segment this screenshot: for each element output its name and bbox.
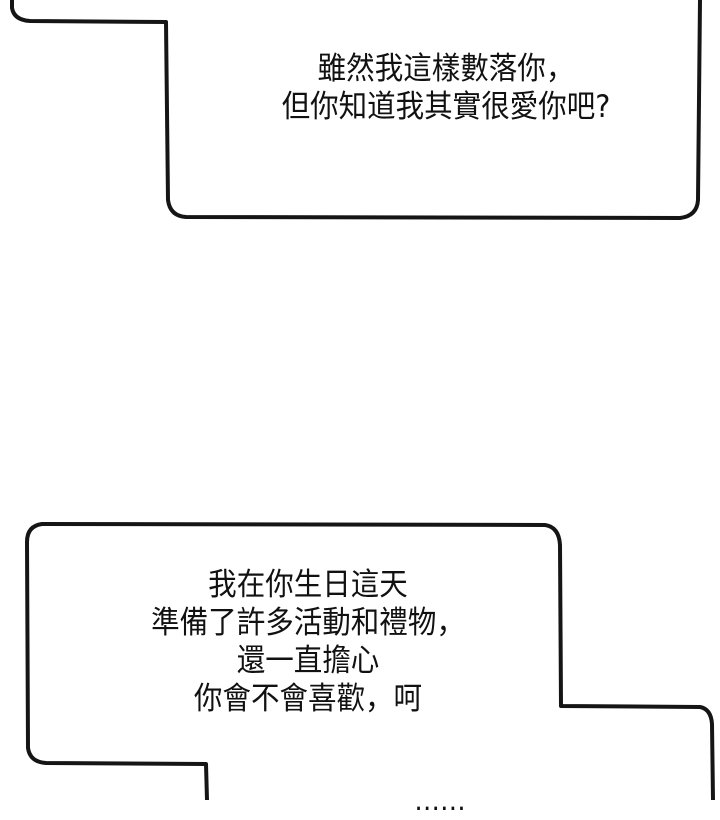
caption-1-text: 雖然我這樣數落你， 但你知道我其實很愛你吧?: [253, 50, 639, 126]
caption-3-text-cutoff: ……: [302, 782, 578, 820]
caption-box-2-border-left: [25, 522, 209, 800]
caption-line: 我在你生日這天: [208, 567, 408, 603]
caption-line: 你會不會喜歡，呵: [193, 681, 423, 717]
caption-box-2-border: [40, 522, 715, 800]
caption-line: 準備了許多活動和禮物，: [151, 605, 465, 641]
caption-line: 還一直擔心: [236, 643, 380, 679]
caption-box-1-border: [10, 0, 702, 220]
caption-2-text: 我在你生日這天 準備了許多活動和禮物， 還一直擔心 你會不會喜歡，呵: [115, 566, 501, 718]
caption-line: 但你知道我其實很愛你吧?: [281, 89, 611, 125]
comic-page: 雖然我這樣數落你， 但你知道我其實很愛你吧? 我在你生日這天 準備了許多活動和禮…: [10, 0, 715, 817]
caption-frames: [10, 0, 715, 800]
caption-line: ……: [414, 784, 466, 817]
caption-line: 雖然我這樣數落你，: [317, 51, 575, 87]
